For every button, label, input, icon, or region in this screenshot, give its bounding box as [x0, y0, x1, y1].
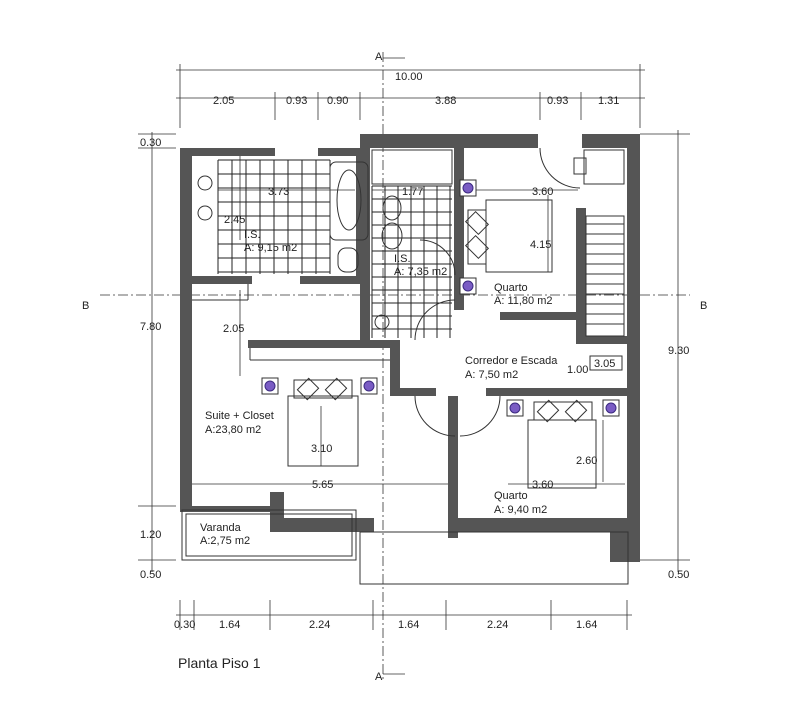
fixtures: [197, 147, 625, 437]
dim-bath1-h: 2.45: [224, 214, 245, 226]
room-bath1-name: I.S.: [244, 229, 261, 241]
door-swing: [419, 239, 456, 276]
room-quarto-se-name: Quarto: [494, 490, 528, 502]
walls: [180, 134, 640, 562]
dim-stair-h: 3.05: [594, 358, 615, 370]
room-quarto-se-area: A: 9,40 m2: [494, 504, 547, 516]
room-corredor-area: A: 7,50 m2: [465, 369, 518, 381]
chair: [573, 157, 587, 175]
dim-top-seg-6: 1.31: [598, 95, 619, 107]
dim-stair-w: 1.00: [567, 364, 588, 376]
door-swing: [414, 395, 456, 437]
sink: [374, 314, 390, 330]
dim-quarto-se-h: 2.60: [576, 455, 597, 467]
dim-top-seg-1: 2.05: [213, 95, 234, 107]
bed-se: [527, 399, 597, 489]
room-bath1-area: A: 9,15 m2: [244, 242, 297, 254]
plan-title: Planta Piso 1: [178, 655, 261, 671]
section-mark-b-right: B: [700, 300, 707, 312]
lamp-icon: [462, 182, 474, 194]
dim-hall-w: 2.05: [223, 323, 244, 335]
room-bath2-area: A: 7,35 m2: [394, 266, 447, 278]
section-mark-a-top: A: [375, 51, 383, 63]
bathtub: [329, 161, 369, 241]
dim-left-2: 7.80: [140, 321, 161, 333]
lamp-icon: [509, 402, 521, 414]
lamp-icon: [264, 380, 276, 392]
dim-right-2: 0.50: [668, 569, 689, 581]
dimension-lines: [138, 64, 690, 630]
toilet: [337, 247, 359, 273]
sink: [197, 175, 213, 191]
dim-top-seg-5: 0.93: [547, 95, 568, 107]
dim-bottom-seg-1: 0.30: [174, 619, 195, 631]
dim-quarto-ne-h: 4.15: [530, 239, 551, 251]
nightstand-lamps: [261, 179, 620, 417]
dim-left-3: 1.20: [140, 529, 161, 541]
room-corredor-name: Corredor e Escada: [465, 355, 558, 367]
dim-bottom-seg-4: 1.64: [398, 619, 419, 631]
lamp-icon: [462, 280, 474, 292]
dim-bottom-seg-5: 2.24: [487, 619, 508, 631]
dim-suite-w: 5.65: [312, 479, 333, 491]
outlines: [181, 284, 629, 585]
room-quarto-ne-area: A: 11,80 m2: [494, 295, 553, 307]
desk: [583, 149, 625, 185]
bath2-tiles: [371, 185, 452, 338]
dim-suite-bed: 3.10: [311, 443, 332, 455]
lamp-icon: [363, 380, 375, 392]
room-quarto-ne-name: Quarto: [494, 282, 528, 294]
dim-quarto-ne-w: 3.60: [532, 186, 553, 198]
room-suite-name: Suite + Closet: [205, 410, 274, 422]
staircase: [585, 215, 625, 337]
dim-bath1-w: 3.73: [268, 186, 289, 198]
door-swing: [459, 395, 501, 437]
shower: [371, 149, 453, 185]
section-mark-a-bottom: A: [375, 671, 383, 683]
room-bath2-name: I.S.: [394, 253, 411, 265]
bidet: [382, 195, 402, 221]
dim-top-total: 10.00: [395, 71, 423, 83]
dim-left-1: 0.30: [140, 137, 161, 149]
room-varanda-name: Varanda: [200, 522, 242, 534]
dim-bath2-w: 1.77: [402, 186, 423, 198]
door-swing: [414, 299, 456, 341]
dim-right-1: 9.30: [668, 345, 689, 357]
toilet: [381, 222, 403, 250]
stair-height-box: [589, 355, 623, 371]
room-varanda-area: A:2,75 m2: [200, 535, 250, 547]
section-mark-b-left: B: [82, 300, 89, 312]
sink: [197, 205, 213, 221]
bathtub-basin: [336, 169, 362, 231]
dim-quarto-se-w: 3.60: [532, 479, 553, 491]
door-swing: [539, 147, 581, 189]
bed-suite: [287, 377, 359, 467]
stair-steps: [586, 223, 624, 325]
dim-bottom-seg-3: 2.24: [309, 619, 330, 631]
section-axis-a: [382, 52, 405, 680]
dim-bottom-seg-6: 1.64: [576, 619, 597, 631]
lamp-icon: [605, 402, 617, 414]
dim-top-seg-4: 3.88: [435, 95, 456, 107]
bed-ne: [464, 199, 553, 273]
dim-top-seg-2: 0.93: [286, 95, 307, 107]
dim-left-4: 0.50: [140, 569, 161, 581]
dim-bottom-seg-2: 1.64: [219, 619, 240, 631]
room-suite-area: A:23,80 m2: [205, 424, 261, 436]
dim-top-seg-3: 0.90: [327, 95, 348, 107]
